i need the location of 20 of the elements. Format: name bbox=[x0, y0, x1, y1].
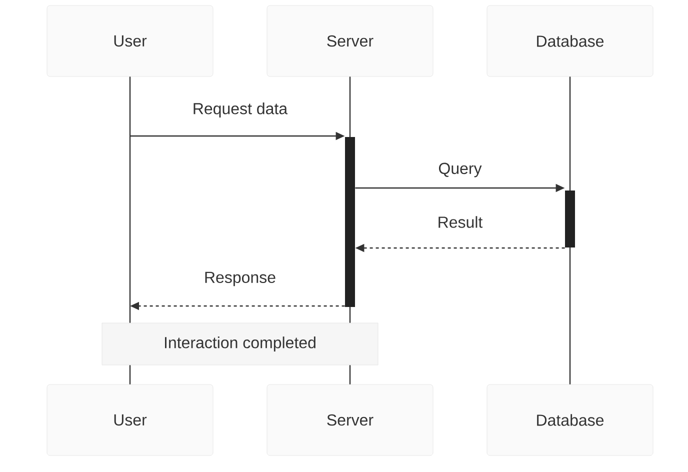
lifeline bbox=[569, 76, 571, 190]
activation-bar bbox=[565, 190, 575, 248]
edge-label: Query bbox=[436, 160, 484, 180]
edge-label: Response bbox=[202, 270, 278, 288]
lifeline bbox=[349, 307, 351, 323]
lifeline bbox=[349, 76, 351, 137]
activation-bar bbox=[345, 137, 355, 307]
note-box: Interaction completed bbox=[102, 322, 378, 366]
participant-box: Server bbox=[266, 5, 434, 77]
lifeline bbox=[349, 365, 351, 384]
participant-box: Server bbox=[266, 384, 434, 456]
edge-label: Result bbox=[435, 214, 485, 230]
lifeline bbox=[569, 248, 571, 384]
participant-box: User bbox=[46, 384, 214, 456]
participant-box: Database bbox=[486, 384, 654, 456]
participant-box: User bbox=[46, 5, 214, 77]
lifeline bbox=[129, 365, 131, 384]
lifeline bbox=[129, 76, 131, 323]
participant-box: Database bbox=[486, 5, 654, 77]
edge-label: Request data bbox=[190, 100, 290, 120]
